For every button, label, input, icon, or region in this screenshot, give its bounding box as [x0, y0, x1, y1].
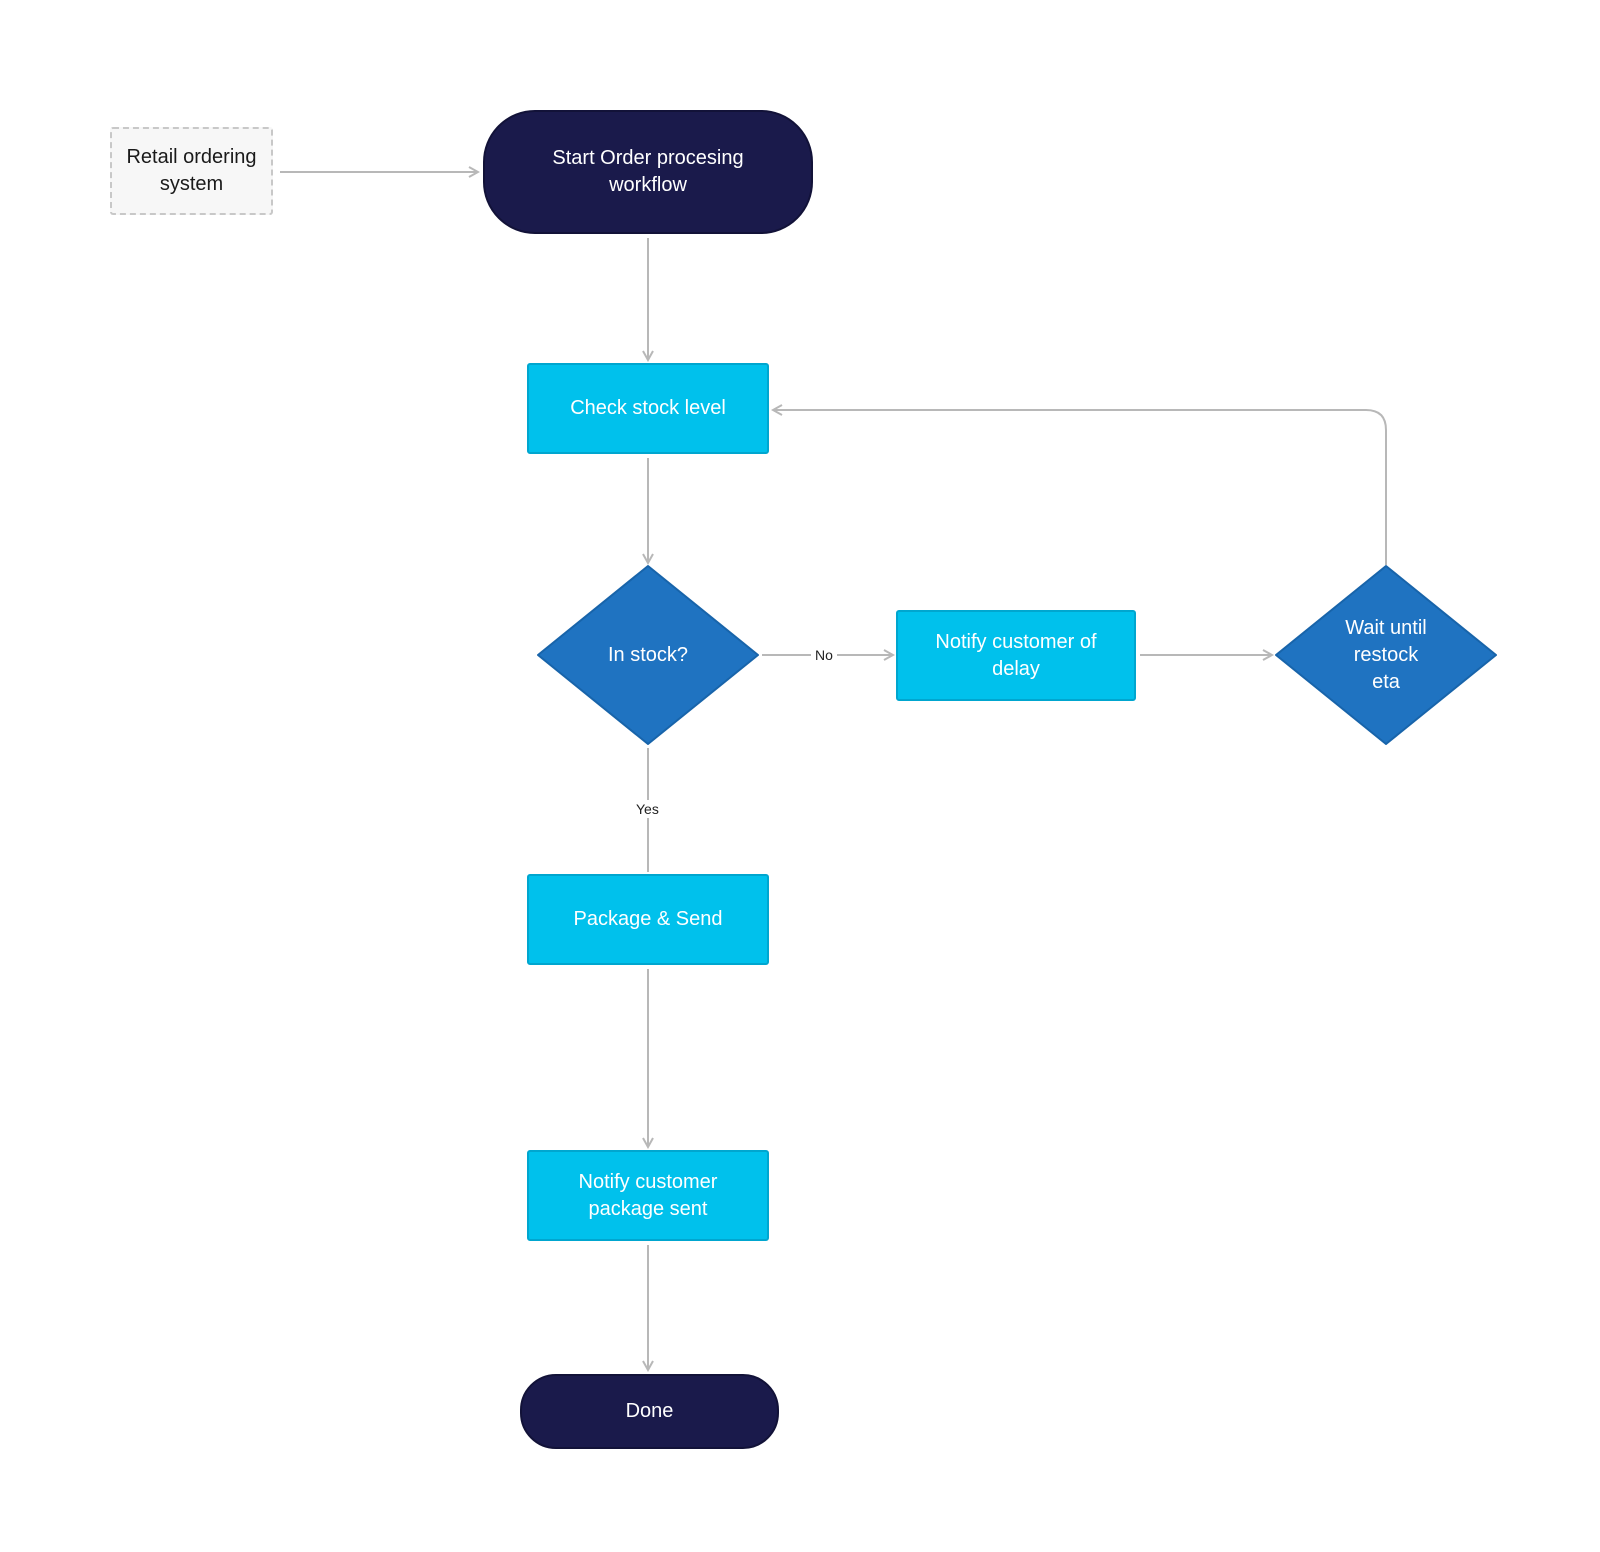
decision-in-stock[interactable] — [537, 565, 759, 745]
done-terminal-label: Done — [625, 1400, 674, 1422]
check-stock-box[interactable]: Check stock level — [527, 363, 769, 454]
edge-label-no: No — [811, 646, 837, 664]
external-system-box[interactable]: Retail ordering system — [110, 127, 273, 215]
notify-sent-label: Notify customer package sent — [578, 1170, 718, 1220]
decision-wait-restock[interactable] — [1275, 565, 1497, 745]
package-send-label: Package & Send — [573, 908, 723, 930]
in-stock-label: In stock? — [607, 643, 689, 666]
notify-sent-box[interactable]: Notify customer package sent — [527, 1150, 769, 1241]
check-stock-label: Check stock level — [570, 397, 726, 419]
edge-label-yes: Yes — [632, 800, 663, 818]
start-terminal-label: Start Order procesing workflow — [552, 147, 744, 196]
notify-delay-box[interactable]: Notify customer of delay — [896, 610, 1136, 701]
wait-restock-label: Wait until restock eta — [1345, 616, 1427, 693]
connector-wait-loop-back — [773, 410, 1387, 565]
start-terminal[interactable]: Start Order procesing workflow — [483, 110, 813, 234]
package-send-box[interactable]: Package & Send — [527, 874, 769, 965]
external-system-label: Retail ordering system — [126, 146, 257, 195]
notify-delay-label: Notify customer of delay — [935, 630, 1097, 680]
done-terminal[interactable]: Done — [520, 1374, 779, 1449]
